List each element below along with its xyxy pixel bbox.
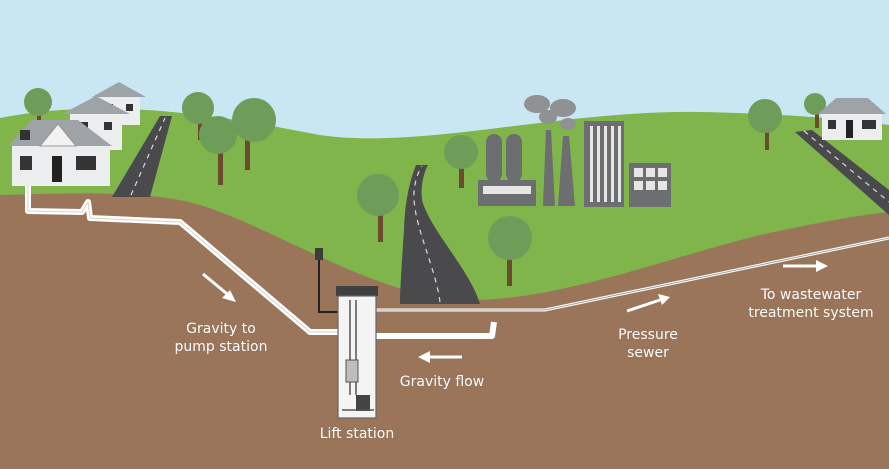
tree — [232, 98, 276, 170]
tree — [182, 92, 214, 140]
label-lift-station: Lift station — [319, 426, 395, 442]
industrial-buildings — [478, 95, 671, 207]
tree — [444, 135, 478, 188]
tree — [24, 88, 52, 122]
soil-ground — [0, 193, 889, 469]
tree — [748, 99, 782, 150]
label-gravity-to-pump: Gravity to pump station — [174, 321, 268, 355]
flow-arrow-icon — [626, 294, 670, 313]
road-right — [795, 130, 889, 215]
tree — [488, 216, 532, 286]
control-panel-icon — [315, 248, 323, 260]
flow-arrow-icon — [418, 351, 462, 363]
flow-arrow-icon — [783, 260, 828, 272]
tree — [357, 174, 399, 242]
label-pressure-sewer: Pressure sewer — [618, 327, 678, 361]
house-right — [818, 98, 886, 140]
lift-station-tank — [336, 286, 378, 419]
house — [8, 120, 112, 186]
gravity-flow-pipe — [375, 321, 497, 339]
label-gravity-flow: Gravity flow — [399, 374, 485, 390]
flow-arrow-icon — [202, 272, 236, 302]
tree — [804, 93, 826, 128]
tree — [199, 116, 237, 185]
tree-group — [24, 88, 826, 286]
road-center — [400, 165, 480, 304]
houses-left — [8, 82, 146, 186]
label-to-wastewater: To wastewater treatment system — [748, 287, 874, 321]
